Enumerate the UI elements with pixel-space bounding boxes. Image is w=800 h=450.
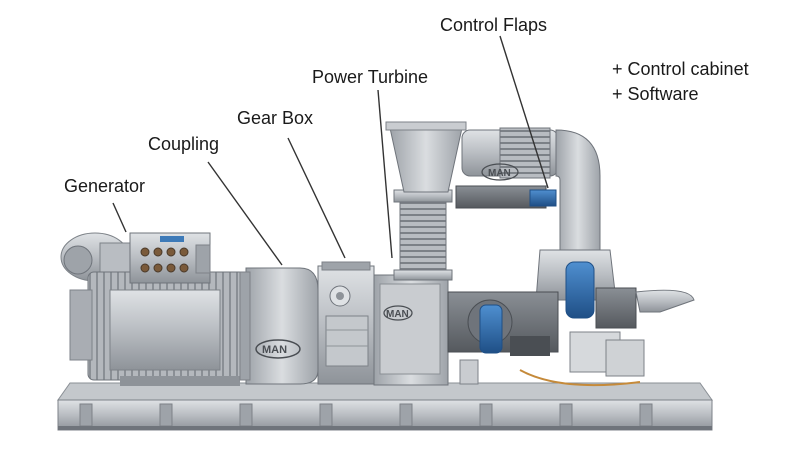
man-logo-duct: MAN [488,168,511,179]
note-software: + Software [612,84,699,104]
leader-coupling [207,161,283,266]
leader-generator [112,202,127,233]
base-frame [57,382,713,431]
man-logo-coupling: MAN [262,344,287,356]
power-turbine: MAN [373,121,467,386]
man-logo-turbine: MAN [386,309,409,320]
leader-control-flaps [499,35,549,189]
label-coupling: Coupling [148,134,220,154]
note-control-cabinet: + Control cabinet [612,59,749,79]
leader-gear-box [287,137,346,259]
coupling-housing: MAN [239,267,319,385]
label-generator: Generator [64,176,146,196]
generator [60,232,249,386]
gear-box [317,261,375,385]
label-control-flaps: Control Flaps [440,15,548,35]
leader-power-turbine [377,89,393,259]
auxiliary-equipment [447,261,695,387]
label-power-turbine: Power Turbine [312,67,429,87]
label-gear-box: Gear Box [237,108,314,128]
